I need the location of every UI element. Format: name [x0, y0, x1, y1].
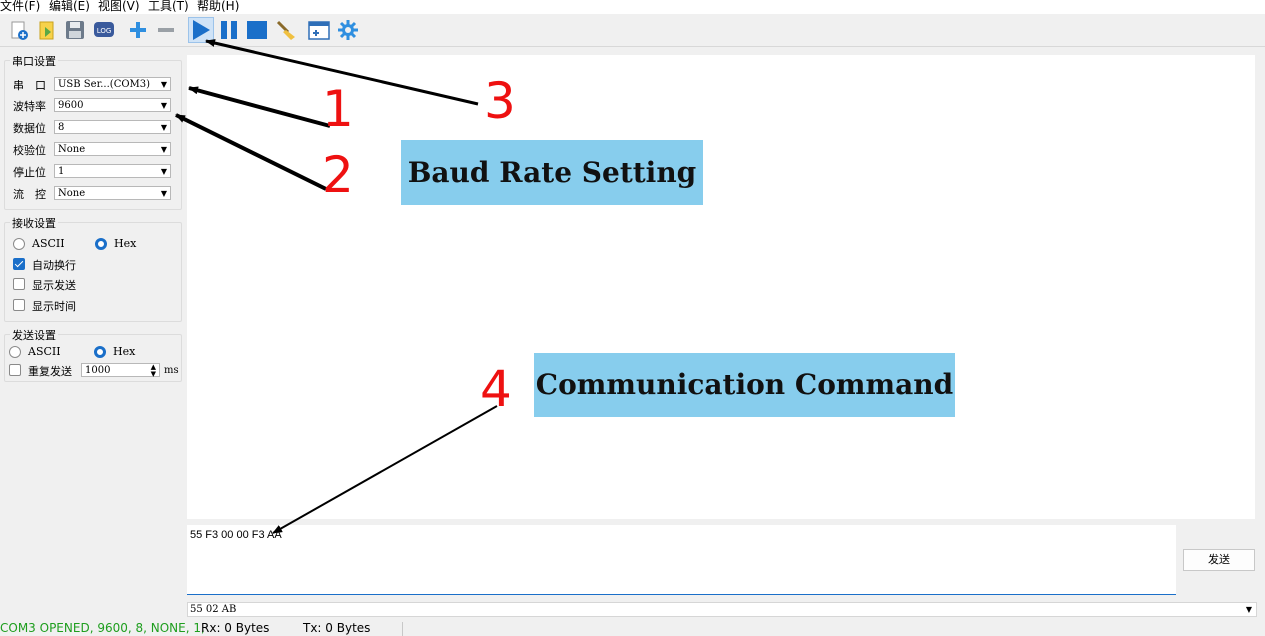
annotation-number-3: 3 [484, 72, 516, 130]
chevron-down-icon: ▼ [160, 145, 167, 154]
menu-tools[interactable]: 工具(T) [148, 0, 189, 13]
interval-unit-label: ms [164, 365, 179, 376]
send-ascii-label: ASCII [28, 345, 61, 358]
menu-view[interactable]: 视图(V) [98, 0, 140, 13]
chevron-down-icon: ▼ [160, 101, 167, 110]
chevron-down-icon: ▼ [160, 167, 167, 176]
add-window-icon[interactable] [308, 19, 330, 41]
receive-hex-radio[interactable] [95, 238, 107, 250]
send-hex-radio[interactable] [94, 346, 106, 358]
repeat-send-checkbox[interactable] [9, 364, 21, 376]
auto-wrap-label: 自动换行 [32, 259, 76, 272]
status-bar: COM3 OPENED, 9600, 8, NONE, 1, Rx: 0 Byt… [0, 620, 1265, 636]
rx-count: Rx: 0 Bytes [201, 621, 270, 635]
receive-ascii-label: ASCII [32, 237, 65, 250]
settings-icon[interactable] [337, 19, 359, 41]
chevron-down-icon: ▼ [160, 80, 167, 89]
repeat-send-label: 重复发送 [28, 365, 72, 378]
open-file-icon[interactable] [36, 19, 58, 41]
parity-select[interactable]: None ▼ [54, 142, 171, 156]
pause-icon[interactable] [218, 19, 240, 41]
send-history-value: 55 02 AB [190, 604, 237, 615]
baud-rate-callout: Baud Rate Setting [401, 140, 703, 205]
send-button[interactable]: 发送 [1183, 549, 1255, 571]
save-icon[interactable] [64, 19, 86, 41]
spin-arrows-icon[interactable]: ▲▼ [150, 363, 156, 378]
menu-help[interactable]: 帮助(H) [197, 0, 240, 13]
send-ascii-radio[interactable] [9, 346, 21, 358]
receive-settings-title: 接收设置 [10, 215, 58, 231]
flow-select[interactable]: None ▼ [54, 186, 171, 200]
databits-select[interactable]: 8▼ [54, 120, 171, 134]
stopbits-value: 1 [58, 166, 65, 177]
add-icon[interactable] [127, 19, 149, 41]
baud-select[interactable]: 9600 ▼ [54, 98, 171, 112]
menu-bar: 文件(F) 编辑(E) 视图(V) 工具(T) 帮助(H) [0, 0, 1265, 14]
annotation-number-1: 1 [322, 80, 354, 138]
baud-value: 9600 [58, 100, 84, 111]
chevron-down-icon: ▼ [1245, 605, 1252, 614]
menu-file[interactable]: 文件(F) [0, 0, 41, 13]
play-icon[interactable] [188, 17, 214, 43]
show-time-label: 显示时间 [32, 300, 76, 313]
port-status: COM3 OPENED, 9600, 8, NONE, 1, [0, 621, 205, 635]
stopbits-select[interactable]: 1▼ [54, 164, 171, 178]
send-settings-group [4, 334, 182, 382]
send-input[interactable]: 55 F3 00 00 F3 AA [187, 525, 1176, 595]
chevron-down-icon: ▼ [160, 123, 167, 132]
repeat-interval-value: 1000 [85, 365, 111, 376]
toolbar: LOG [0, 14, 1265, 47]
parity-value: None [58, 144, 86, 155]
log-icon[interactable]: LOG [93, 19, 115, 41]
serial-settings-title: 串口设置 [10, 53, 58, 69]
send-input-text: 55 F3 00 00 F3 AA [190, 529, 282, 541]
port-label: 串 口 [13, 79, 46, 92]
show-time-checkbox[interactable] [13, 299, 25, 311]
port-value: USB Ser...(COM3) [58, 79, 151, 90]
log-icon-label: LOG [97, 27, 112, 35]
annotation-number-2: 2 [322, 146, 354, 204]
send-settings-title: 发送设置 [10, 327, 58, 343]
stop-icon[interactable] [246, 19, 268, 41]
parity-label: 校验位 [13, 144, 46, 157]
auto-wrap-checkbox[interactable] [13, 258, 25, 270]
repeat-interval-spinbox[interactable]: 1000 ▲▼ [81, 363, 160, 378]
tx-count: Tx: 0 Bytes [303, 621, 371, 635]
clear-icon[interactable] [275, 19, 297, 41]
chevron-down-icon: ▼ [160, 189, 167, 198]
remove-icon[interactable] [155, 19, 177, 41]
databits-value: 8 [58, 122, 65, 133]
status-divider [402, 622, 403, 636]
stopbits-label: 停止位 [13, 166, 46, 179]
communication-command-callout: Communication Command [534, 353, 955, 417]
annotation-number-4: 4 [480, 360, 512, 418]
show-send-label: 显示发送 [32, 279, 76, 292]
send-hex-label: Hex [113, 345, 136, 358]
new-file-icon[interactable] [8, 19, 30, 41]
receive-hex-label: Hex [114, 237, 137, 250]
databits-label: 数据位 [13, 122, 46, 135]
port-select[interactable]: USB Ser...(COM3) ▼ [54, 77, 171, 91]
receive-settings-group [4, 222, 182, 322]
show-send-checkbox[interactable] [13, 278, 25, 290]
send-history-select[interactable]: 55 02 AB ▼ [187, 602, 1257, 617]
flow-value: None [58, 188, 86, 199]
flow-label: 流 控 [13, 188, 46, 201]
receive-ascii-radio[interactable] [13, 238, 25, 250]
baud-label: 波特率 [13, 100, 46, 113]
menu-edit[interactable]: 编辑(E) [49, 0, 90, 13]
